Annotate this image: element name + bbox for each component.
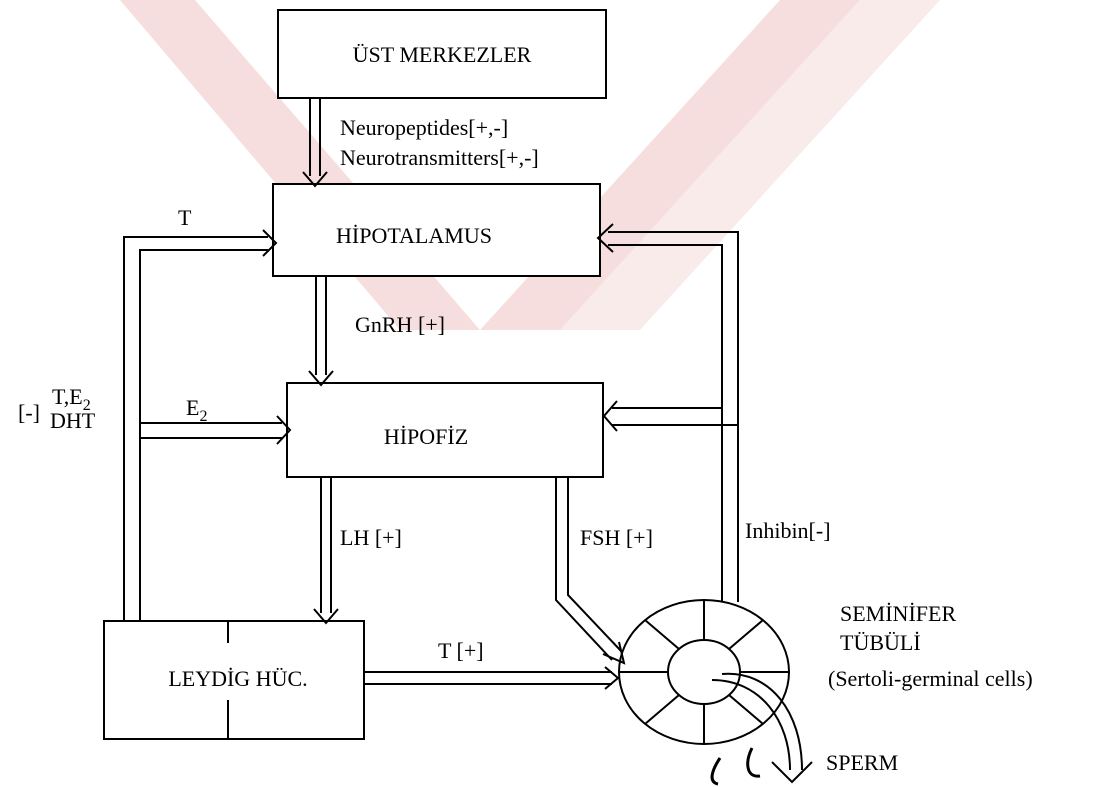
hipotalamus-label: HİPOTALAMUS <box>336 223 492 248</box>
label-t-feedback: T <box>178 205 192 230</box>
arrow-t-plus <box>364 667 618 689</box>
label-fsh: FSH [+] <box>580 525 653 550</box>
label-sperm: SPERM <box>826 750 898 775</box>
label-minus: [-] <box>18 400 40 425</box>
arrow-t-feedback <box>124 230 276 621</box>
hipofiz-box: HİPOFİZ <box>287 383 603 477</box>
hipotalamus-box: HİPOTALAMUS <box>273 184 600 276</box>
label-seminifer: SEMİNİFER <box>840 601 956 626</box>
label-tubuli: TÜBÜLİ <box>840 630 921 655</box>
label-t-plus: T [+] <box>438 638 484 663</box>
ust-merkezler-label: ÜST MERKEZLER <box>353 42 532 67</box>
label-sertoli: (Sertoli-germinal cells) <box>828 666 1033 691</box>
seminiferous-tubule <box>619 600 789 744</box>
arrow-lh <box>314 477 338 623</box>
sperm-cells-icon <box>712 748 760 784</box>
label-lh: LH [+] <box>340 525 402 550</box>
ust-merkezler-box: ÜST MERKEZLER <box>278 10 606 98</box>
leydig-label: LEYDİG HÜC. <box>168 666 307 691</box>
label-inhibin: Inhibin[-] <box>745 518 831 543</box>
leydig-box: LEYDİG HÜC. <box>104 621 364 739</box>
arrow-fsh <box>556 477 624 663</box>
arrow-e2 <box>140 416 290 444</box>
label-neuropeptides: Neuropeptides[+,-] <box>340 115 508 140</box>
label-dht: DHT <box>50 408 96 433</box>
arrow-sperm <box>712 674 812 782</box>
label-gnrh: GnRH [+] <box>355 312 445 337</box>
label-neurotransmitters: Neurotransmitters[+,-] <box>340 145 539 170</box>
label-e2: E2 <box>186 395 207 425</box>
arrow-gnrh <box>309 276 333 385</box>
hipofiz-label: HİPOFİZ <box>384 424 468 449</box>
